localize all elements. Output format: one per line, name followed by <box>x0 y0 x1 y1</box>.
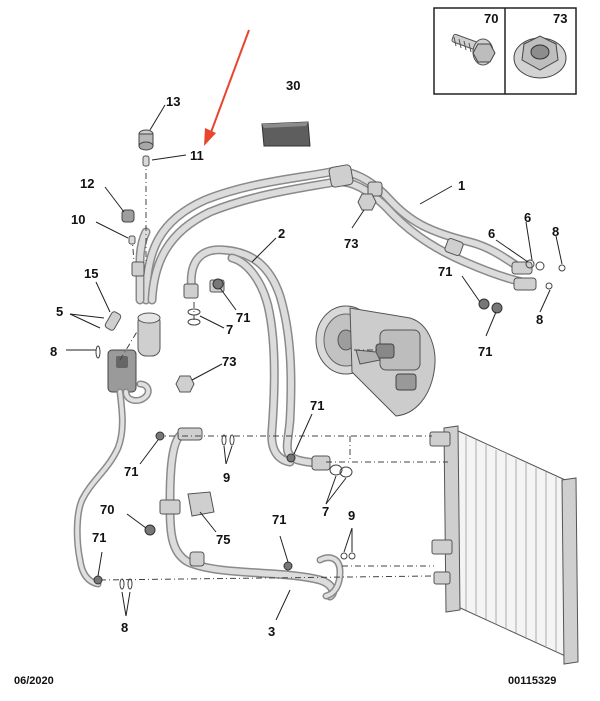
callout-6-right: 6 <box>524 210 531 225</box>
callout-1: 1 <box>458 178 465 193</box>
callout-7-upper: 7 <box>226 322 233 337</box>
flange-nut-icon <box>513 35 567 79</box>
hose-2 <box>183 245 331 471</box>
callout-10: 10 <box>71 212 85 227</box>
callout-75: 75 <box>216 532 230 547</box>
callout-70: 70 <box>100 502 114 517</box>
callout-8-right-top: 8 <box>552 224 559 239</box>
part-30-foam-pad <box>261 121 311 147</box>
hose-1 <box>141 164 537 305</box>
callout-3: 3 <box>268 624 275 639</box>
callout-73-lower: 73 <box>222 354 236 369</box>
callout-71-compressor: 71 <box>310 398 324 413</box>
legend-box: 70 73 <box>433 7 577 95</box>
condenser <box>429 425 579 665</box>
condenser-fins <box>465 436 557 651</box>
highlight-arrow <box>204 29 250 146</box>
callout-8-bottom: 8 <box>121 620 128 635</box>
callout-2: 2 <box>278 226 285 241</box>
callout-71-right-bottom: 71 <box>478 344 492 359</box>
callout-7-lower: 7 <box>322 504 329 519</box>
callout-9-right: 9 <box>348 508 355 523</box>
callout-11: 11 <box>190 148 204 163</box>
hose-3 <box>159 427 344 601</box>
callout-6-inner: 6 <box>488 226 495 241</box>
callout-labels: 30 13 11 12 10 15 5 8 1 2 73 71 7 73 6 6… <box>50 78 559 639</box>
callout-30: 30 <box>286 78 300 93</box>
callout-71-hose2: 71 <box>236 310 250 325</box>
callout-5: 5 <box>56 304 63 319</box>
leader-lines <box>66 104 563 621</box>
assembly-lines <box>99 160 448 581</box>
callout-71-lower-left: 71 <box>92 530 106 545</box>
callout-9-left: 9 <box>223 470 230 485</box>
ac-compressor <box>315 305 436 417</box>
callout-71-left-mid: 71 <box>124 464 138 479</box>
flange-bolt-icon <box>451 33 496 66</box>
callout-73-upper: 73 <box>344 236 358 251</box>
callout-8-right-bottom: 8 <box>536 312 543 327</box>
callout-8-left: 8 <box>50 344 57 359</box>
callout-71-right-top: 71 <box>438 264 452 279</box>
callout-15: 15 <box>84 266 98 281</box>
small-parts <box>93 129 566 590</box>
callout-13: 13 <box>166 94 180 109</box>
callout-71-lower-mid: 71 <box>272 512 286 527</box>
receiver-drier-assembly <box>73 227 161 588</box>
callout-12: 12 <box>80 176 94 191</box>
legend-bolt-number: 70 <box>484 11 498 26</box>
diagram-reference: 00115329 <box>508 675 556 687</box>
legend-nut-number: 73 <box>553 11 567 26</box>
diagram-date: 06/2020 <box>14 675 54 687</box>
